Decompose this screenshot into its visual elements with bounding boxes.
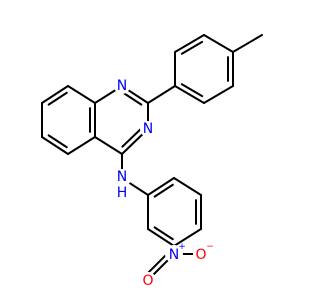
molecule-structure: N N N H N + O O − bbox=[41, 34, 263, 289]
bond-layer bbox=[41, 34, 263, 281]
atom-label-amine-nh: N H bbox=[113, 169, 131, 201]
bond-a5-a6 bbox=[173, 177, 202, 196]
atom-nitro-n-symbol: N bbox=[169, 247, 179, 263]
double-bond-c4-n3 bbox=[121, 128, 142, 148]
bond-c5-c4a bbox=[67, 136, 96, 155]
atom-nitro-o-single-charge: − bbox=[206, 242, 214, 252]
double-bond-c2-n1 bbox=[122, 91, 143, 106]
atom-nitro-o-single-symbol: O bbox=[195, 247, 206, 263]
atom-label-n3: N bbox=[140, 121, 156, 137]
bond-c8a-c8 bbox=[67, 85, 96, 104]
bond-t3-t4 bbox=[174, 85, 205, 104]
double-bond-c6-c5 bbox=[47, 134, 68, 149]
atom-nh-hydrogen: H bbox=[117, 185, 128, 201]
bond-c6-c5 bbox=[41, 136, 69, 155]
atom-label-n1: N bbox=[114, 78, 130, 94]
atom-nitro-o-double-symbol: O bbox=[142, 273, 153, 289]
bond-a2-a3 bbox=[147, 228, 175, 247]
atom-n3-symbol: N bbox=[143, 121, 153, 137]
bond-methyl-t1 bbox=[232, 34, 263, 53]
double-bond-c8-c7 bbox=[47, 91, 68, 106]
atom-label-nitro-n: N + bbox=[165, 242, 186, 263]
atom-label-nitro-o-double: O bbox=[140, 272, 156, 289]
bond-t6-t1 bbox=[203, 34, 234, 53]
bond-a3-a4 bbox=[173, 228, 202, 247]
bond-c8-c7 bbox=[41, 85, 69, 104]
atom-nitro-n-charge: + bbox=[178, 242, 186, 252]
double-bond-t5-t6 bbox=[180, 40, 204, 55]
double-bond-t3-t4 bbox=[180, 83, 204, 98]
bond-a6-a1 bbox=[147, 177, 175, 196]
bond-c4a-c4 bbox=[94, 136, 123, 155]
atom-n1-symbol: N bbox=[117, 78, 127, 94]
double-bond-a2-a3 bbox=[153, 226, 174, 241]
double-bond-nitroN-oD bbox=[147, 253, 168, 274]
bond-t4-c2 bbox=[147, 85, 176, 104]
double-bond-a6-a1 bbox=[153, 183, 174, 198]
bond-t5-t6 bbox=[174, 34, 205, 53]
bond-t2-t3 bbox=[203, 85, 234, 104]
atom-nh-symbol: N bbox=[117, 169, 127, 185]
atom-label-nitro-o-single: O − bbox=[193, 242, 214, 263]
